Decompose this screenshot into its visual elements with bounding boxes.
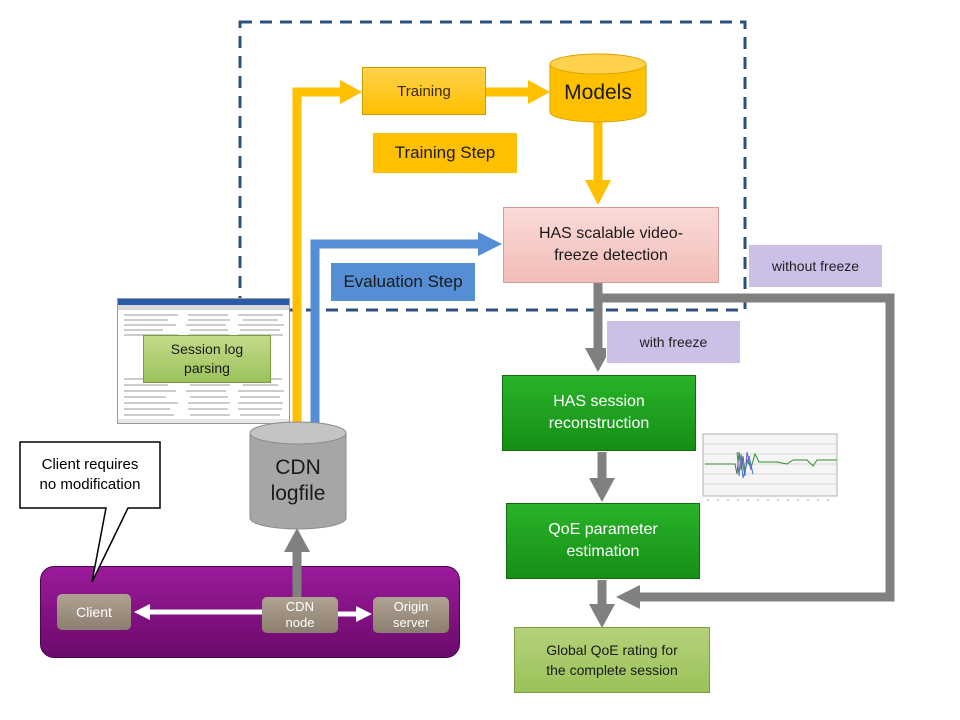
qoe-chart-thumbnail-plot: . bbox=[699, 433, 838, 503]
gray-arrow-without-freeze-loop bbox=[602, 293, 895, 602]
qoe-parameter-estimation-box: QoE parameter estimation bbox=[506, 503, 700, 579]
client-callout: Client requires no modification bbox=[20, 443, 160, 507]
gray-arrowhead-global bbox=[589, 604, 615, 628]
cdn-node-label: CDN node bbox=[285, 599, 315, 630]
client-box: Client bbox=[57, 594, 131, 630]
cdn-logfile-cylinder: CDN logfile bbox=[250, 448, 346, 514]
training-step-text: Training Step bbox=[394, 143, 496, 162]
evaluation-step-label: Evaluation Step bbox=[331, 263, 475, 301]
blue-arrowhead-detection bbox=[478, 232, 502, 256]
without-freeze-text: without freeze bbox=[771, 258, 860, 274]
training-box: Training bbox=[362, 67, 486, 115]
has-freeze-detection-box: HAS scalable video- freeze detection bbox=[503, 207, 719, 283]
client-label: Client bbox=[76, 604, 112, 620]
gray-arrowhead-without-freeze bbox=[616, 585, 640, 609]
session-log-parsing-label: Session log parsing bbox=[170, 341, 244, 376]
training-label: Training bbox=[397, 82, 451, 100]
origin-server-label: Origin server bbox=[392, 599, 430, 630]
training-step-label: Training Step bbox=[373, 133, 517, 173]
gray-arrowhead-logfile bbox=[284, 528, 310, 552]
training-evaluation-group-border bbox=[238, 20, 747, 312]
with-freeze-label: with freeze bbox=[606, 320, 741, 364]
blue-arrow-logfile-to-detection bbox=[310, 239, 478, 425]
models-label: Models bbox=[564, 81, 632, 104]
cdn-logfile-label: CDN logfile bbox=[270, 456, 326, 505]
yellow-arrowhead-training bbox=[340, 80, 362, 104]
has-freeze-detection-label: HAS scalable video- freeze detection bbox=[538, 225, 684, 264]
gray-arrowhead-reconstruction bbox=[585, 348, 611, 372]
client-callout-text: Client requires no modification bbox=[39, 456, 141, 493]
cdn-node-box: CDN node bbox=[262, 597, 338, 633]
qoe-chart-thumbnail-icon: . bbox=[697, 430, 840, 506]
evaluation-step-text: Evaluation Step bbox=[343, 272, 463, 291]
global-qoe-rating-box: Global QoE rating for the complete sessi… bbox=[514, 627, 710, 693]
svg-text:.: . bbox=[699, 498, 700, 503]
yellow-arrowhead-models bbox=[528, 80, 550, 104]
has-session-reconstruction-label: HAS session reconstruction bbox=[548, 393, 650, 432]
gray-arrowhead-qoe bbox=[589, 478, 615, 502]
yellow-arrow-logfile-to-training bbox=[292, 87, 340, 425]
has-session-reconstruction-box: HAS session reconstruction bbox=[502, 375, 696, 451]
models-cylinder: Models bbox=[550, 72, 646, 114]
with-freeze-text: with freeze bbox=[639, 334, 708, 350]
session-log-parsing-box: Session log parsing bbox=[143, 335, 271, 383]
origin-server-box: Origin server bbox=[373, 597, 449, 633]
qoe-parameter-estimation-label: QoE parameter estimation bbox=[548, 521, 658, 560]
without-freeze-label: without freeze bbox=[748, 244, 883, 288]
yellow-arrowhead-detection bbox=[585, 180, 611, 205]
global-qoe-rating-label: Global QoE rating for the complete sessi… bbox=[546, 642, 678, 678]
